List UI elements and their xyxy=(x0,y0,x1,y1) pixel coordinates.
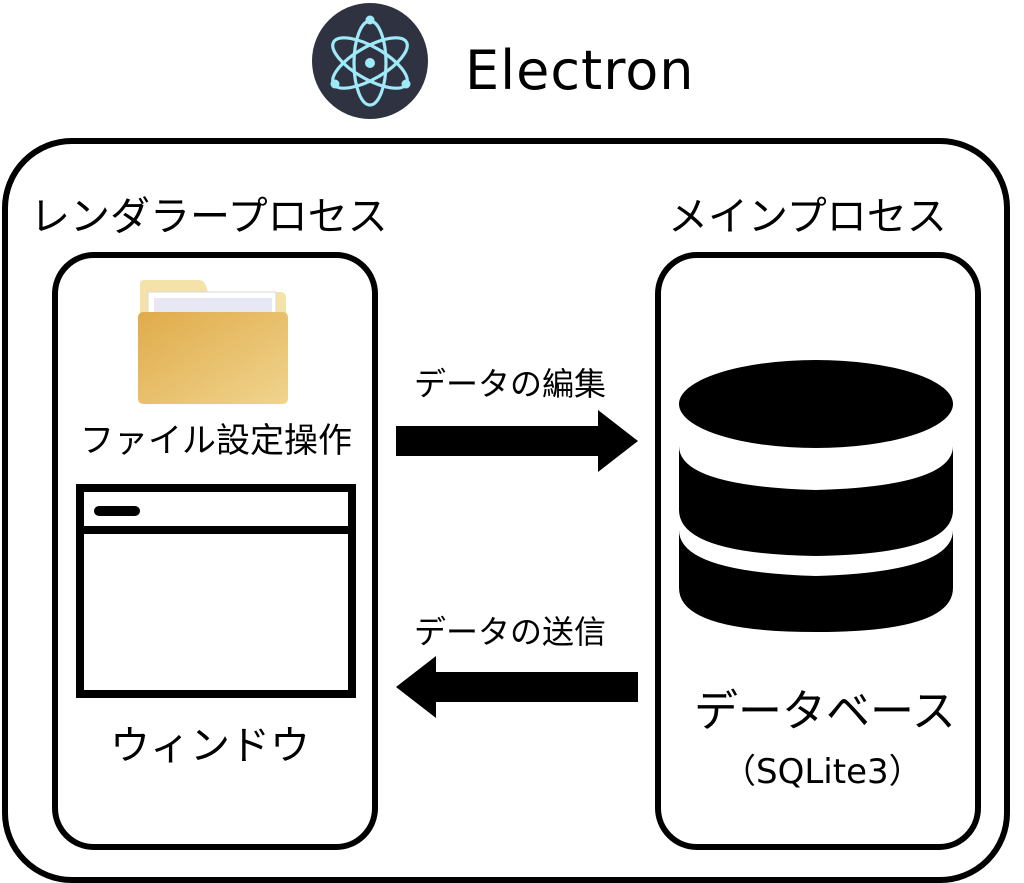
main-process-box xyxy=(655,252,981,850)
electron-logo-icon xyxy=(312,3,428,119)
main-process-label: メインプロセス xyxy=(668,194,947,240)
arrow-right-icon xyxy=(396,410,638,472)
database-label: データベース xyxy=(694,686,956,737)
arrow-left-icon xyxy=(396,656,638,718)
window-icon xyxy=(76,484,356,698)
renderer-process-box xyxy=(52,252,378,850)
folder-icon xyxy=(138,280,288,404)
file-settings-label: ファイル設定操作 xyxy=(80,421,352,461)
database-icon xyxy=(679,360,953,632)
data-send-label: データの送信 xyxy=(414,613,607,651)
app-title: Electron xyxy=(465,39,695,102)
renderer-process-label: レンダラープロセス xyxy=(30,194,388,240)
data-edit-label: データの編集 xyxy=(414,365,607,403)
window-label: ウィンドウ xyxy=(110,723,310,769)
database-sublabel: （SQLite3） xyxy=(722,752,923,792)
